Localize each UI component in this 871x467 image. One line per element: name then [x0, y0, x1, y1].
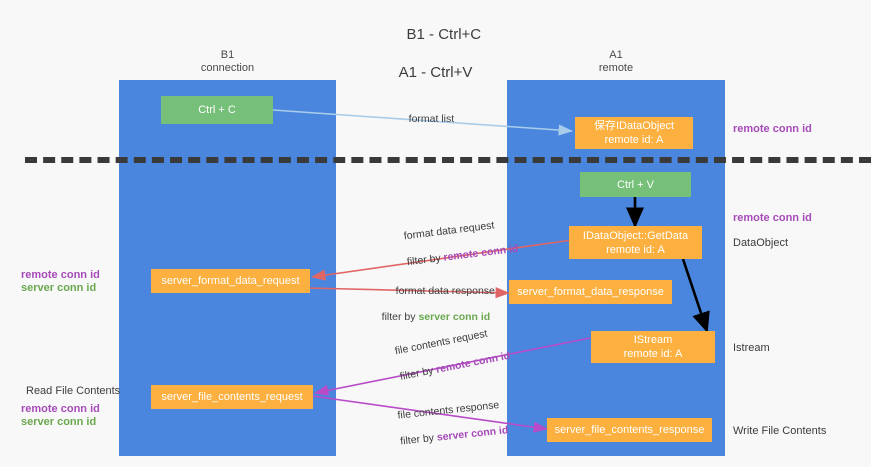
annotation-remote-conn-id-mid: remote conn id	[733, 212, 812, 224]
annotation-left-server-conn-id: server conn id	[21, 282, 97, 294]
edge-label-format-data-response-filter: filter by server conn id	[370, 298, 491, 337]
edge-label-format-data-response-filter-prefix: filter by	[381, 311, 419, 323]
edge-label-file-contents-request-filter-prefix: filter by	[398, 364, 438, 383]
node-ctrl-v[interactable]: Ctrl + V	[580, 172, 691, 197]
edge-label-file-contents-response-filter-key: server conn id	[436, 424, 509, 444]
annotation-dataobject: DataObject	[733, 237, 789, 249]
edge-label-file-contents-response: file contents response filter by server …	[384, 385, 510, 462]
edge-label-format-data-request-filter-key: remote conn id	[442, 242, 519, 264]
edge-label-file-contents-request-line1: file contents request	[393, 327, 489, 358]
node-server-format-data-request[interactable]: server_format_data_request	[151, 269, 310, 293]
annotation-istream: Istream	[733, 342, 770, 354]
edge-label-format-list-line1: format list	[408, 113, 455, 125]
column-a1-name: A1	[609, 49, 623, 61]
column-caption-b1: B1 connection	[119, 49, 336, 75]
node-save-idataobject[interactable]: 保存IDataObject remote id: A	[575, 117, 693, 149]
node-server-file-contents-response-label: server_file_contents_response	[554, 424, 705, 436]
edge-label-file-contents-response-filter-prefix: filter by	[399, 431, 438, 448]
node-getdata-line2: remote id: A	[606, 243, 665, 256]
page-title: B1 - Ctrl+C A1 - Ctrl+V	[0, 6, 871, 120]
annotation-read-file-contents: Read File Contents	[26, 385, 121, 397]
node-istream-line2: remote id: A	[623, 348, 683, 360]
node-istream[interactable]: IStream remote id: A	[591, 331, 715, 363]
edge-label-format-list: format list	[397, 100, 455, 139]
annotation-read-server-conn-id: server conn id	[21, 416, 97, 428]
column-b1-name: B1	[220, 49, 235, 61]
node-server-format-data-response[interactable]: server_format_data_response	[509, 280, 672, 304]
edge-label-file-contents-response-line1: file contents response	[396, 399, 500, 422]
annotation-write-file-contents: Write File Contents	[733, 425, 827, 437]
node-ctrl-c-label: Ctrl + C	[198, 104, 236, 116]
column-caption-a1: A1 remote	[507, 49, 725, 75]
annotation-left-remote-conn-id: remote conn id	[21, 269, 100, 281]
node-server-file-contents-request[interactable]: server_file_contents_request	[151, 385, 313, 409]
node-istream-line1: IStream	[633, 334, 673, 346]
title-line-1: B1 - Ctrl+C	[406, 26, 482, 43]
title-line-2: A1 - Ctrl+V	[398, 64, 473, 81]
node-ctrl-v-label: Ctrl + V	[617, 178, 654, 191]
node-getdata-line1: IDataObject::GetData	[582, 229, 689, 242]
node-server-format-data-response-label: server_format_data_response	[517, 286, 664, 298]
column-b1-role: connection	[200, 62, 255, 74]
node-server-format-data-request-label: server_format_data_request	[161, 275, 300, 287]
annotation-read-remote-conn-id: remote conn id	[21, 403, 100, 415]
node-ctrl-c[interactable]: Ctrl + C	[161, 96, 273, 124]
edge-label-format-data-response-line1: format data response	[395, 285, 495, 297]
node-save-idataobject-line2: remote id: A	[604, 134, 664, 146]
phase-divider	[25, 157, 871, 163]
edge-label-format-data-request-filter-prefix: filter by	[406, 251, 445, 269]
node-save-idataobject-line1: 保存IDataObject	[593, 120, 675, 132]
column-a1-role: remote	[598, 62, 634, 74]
edge-label-format-data-response-filter-key: server conn id	[418, 311, 491, 323]
edge-label-format-data-request-line1: format data request	[403, 219, 496, 243]
edge-label-file-contents-request-filter-key: remote conn id	[434, 349, 512, 376]
node-server-file-contents-request-label: server_file_contents_request	[161, 391, 303, 403]
node-idataobject-getdata[interactable]: IDataObject::GetData remote id: A	[569, 226, 702, 259]
annotation-remote-conn-id-top: remote conn id	[733, 123, 812, 135]
node-server-file-contents-response[interactable]: server_file_contents_response	[547, 418, 712, 442]
edge-label-format-data-response: format data response	[384, 272, 495, 311]
